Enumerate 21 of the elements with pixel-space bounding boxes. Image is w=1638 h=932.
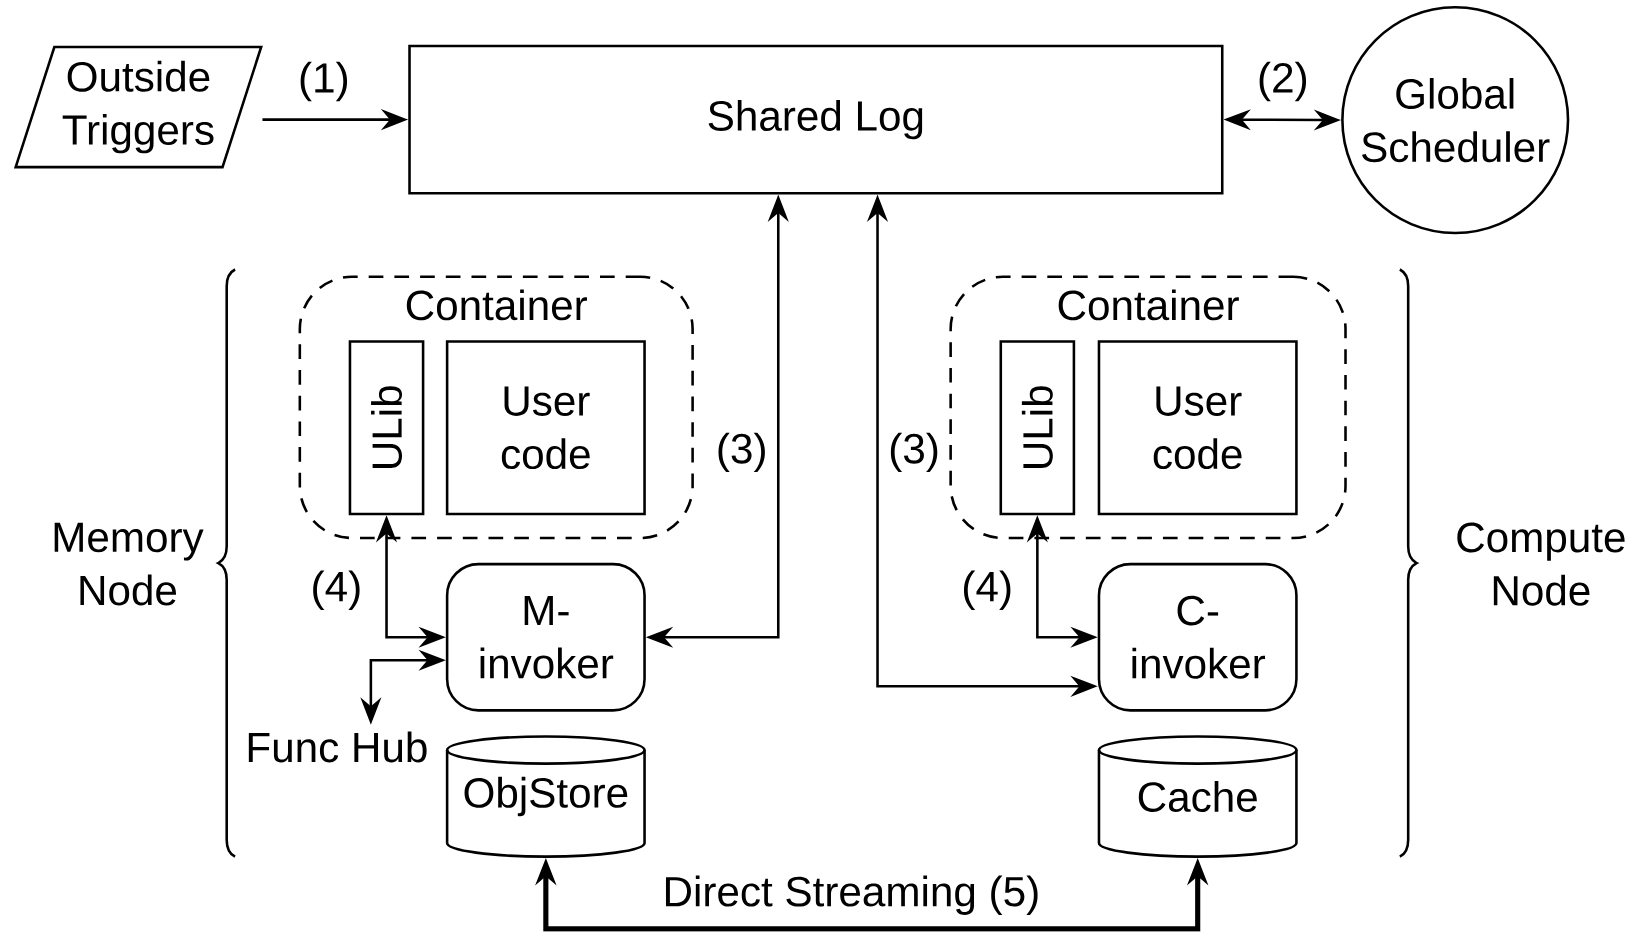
database-cylinder: Cache [1097,735,1298,858]
code-box: User code [1097,340,1298,516]
edge-label: (1) [294,58,354,105]
group-label: Compute Node [1457,522,1625,606]
edge-label: (3) [884,429,944,476]
code-box: User code [445,340,646,516]
edge-label: (4) [306,566,366,614]
database-cylinder: ObjStore [445,735,646,858]
library-box: ULib [999,340,1076,516]
library-box: ULib [348,340,425,516]
invoker-box: M- invoker [445,562,646,712]
hub-label: Func Hub [248,731,427,763]
edge-label: Direct Streaming (5) [658,872,1044,919]
edge-label: (2) [1253,58,1313,105]
invoker-box: C- invoker [1097,562,1298,712]
log-box: Shared Log [408,44,1224,195]
node-label: ObjStore [464,776,628,817]
edge-label: (4) [957,566,1017,614]
group-label: Memory Node [54,522,204,606]
edge-label: (3) [712,429,772,476]
node-label: Cache [1138,781,1257,813]
